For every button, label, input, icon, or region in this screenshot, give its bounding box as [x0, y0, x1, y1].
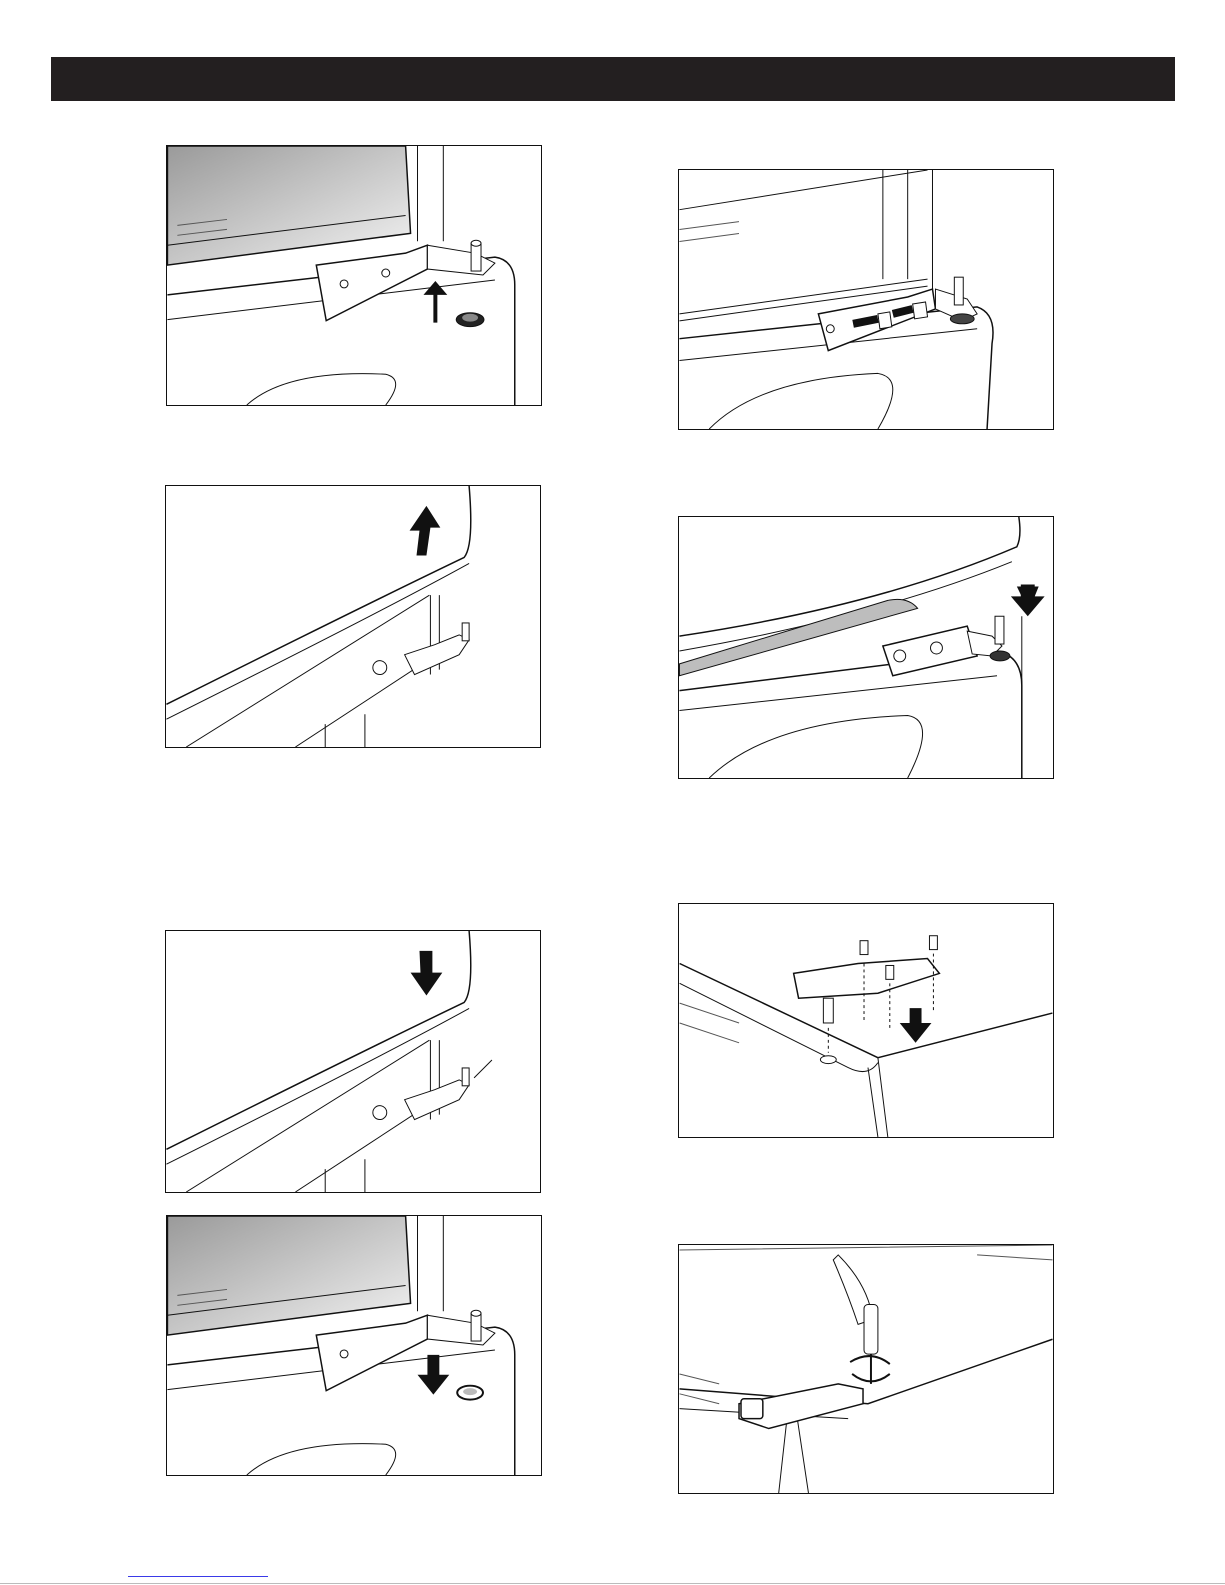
arrow-down-icon: [418, 1355, 450, 1395]
arrow-down-icon: [900, 1008, 932, 1043]
screwdriver-icon: [833, 1255, 890, 1384]
figure-hinge-bolts-removed: [678, 169, 1054, 430]
illustration-hinge-bolts: [679, 170, 1053, 429]
arrow-up-icon: [410, 506, 441, 556]
section-header-bar: [51, 57, 1175, 101]
illustration-top-hinge: [679, 904, 1053, 1137]
figure-door-lower-onto-hinge: [165, 930, 541, 1193]
figure-door-lift-off: [165, 485, 541, 748]
footer-link-underline[interactable]: [128, 1576, 268, 1577]
illustration-screwdriver: [679, 1245, 1053, 1493]
arrow-up-icon: [423, 281, 447, 323]
arrow-down-icon: [1011, 584, 1045, 616]
illustration-door-down: [679, 517, 1053, 778]
figure-hinge-cover-screwdriver: [678, 1244, 1054, 1494]
illustration-door-lift: [166, 486, 540, 747]
figure-top-hinge-install: [678, 903, 1054, 1138]
figure-door-replace: [678, 516, 1054, 779]
illustration-door-lower: [166, 931, 540, 1192]
footer-divider: [0, 1583, 1225, 1584]
illustration-hinge-lift: [167, 146, 541, 405]
illustration-hinge-lower: [167, 1216, 541, 1475]
figure-hinge-pin-lower: [166, 1215, 542, 1476]
figure-lower-hinge-lift: [166, 145, 542, 406]
arrow-down-icon: [411, 951, 443, 996]
